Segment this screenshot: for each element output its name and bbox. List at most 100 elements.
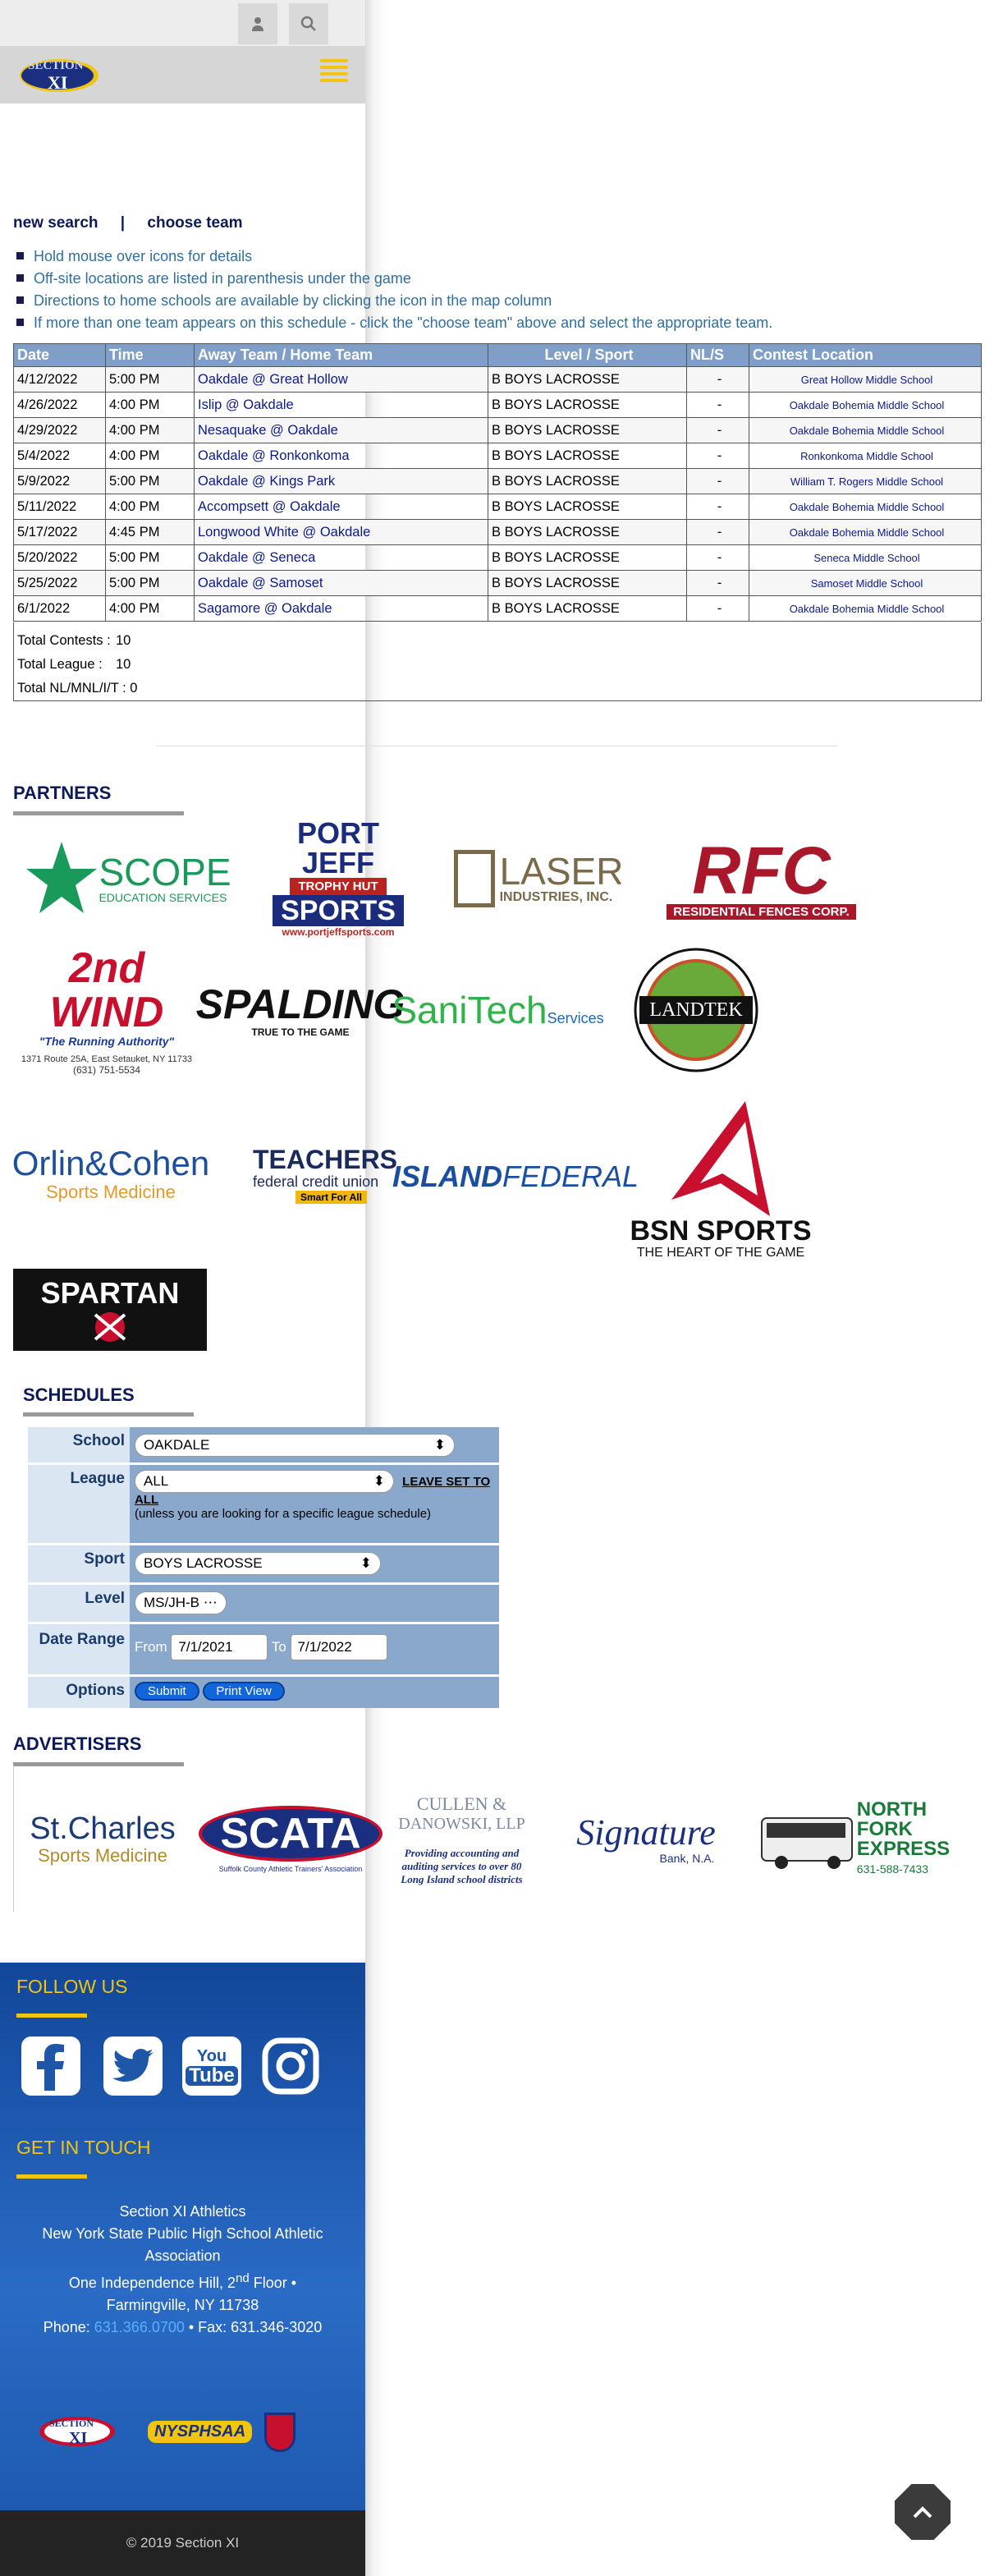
new-search-link[interactable]: new search [13, 214, 98, 232]
cell-teams[interactable]: Oakdale @ Ronkonkoma [194, 443, 488, 469]
contact-phone: Phone: 631.366.0700 • Fax: 631.346-3020 [43, 2319, 323, 2335]
partner-text: TRUE TO THE GAME [251, 1026, 350, 1038]
league-select[interactable]: ALL⬍ [135, 1470, 394, 1493]
cell-location[interactable]: Oakdale Bohemia Middle School [749, 494, 982, 520]
leave-set-all-link[interactable]: LEAVE SET TO [402, 1475, 491, 1489]
cell-level: B BOYS LACROSSE [488, 366, 687, 393]
advertiser-scata-logo[interactable]: SCATA Suffolk County Athletic Trainers' … [199, 1794, 383, 1885]
cell-teams[interactable]: Longwood White @ Oakdale [194, 519, 488, 545]
partner-portjeff-logo[interactable]: PORT JEFF TROPHY HUT SPORTS www.portjeff… [264, 817, 412, 939]
contact-address: One Independence Hill, 2nd Floor • [68, 2271, 297, 2291]
laser-icon [453, 850, 495, 907]
cell-location[interactable]: William T. Rogers Middle School [749, 468, 982, 494]
total-contests-label: Total Contests : [17, 633, 111, 648]
cell-level: B BOYS LACROSSE [488, 544, 687, 571]
from-label: From [135, 1639, 167, 1655]
contact-city: Farmingville, NY 11738 [106, 2297, 259, 2313]
partner-teachers-logo[interactable]: TEACHERS federal credit union Smart For … [220, 1144, 402, 1205]
partner-landtek-logo[interactable]: LANDTEK [614, 943, 778, 1078]
date-range-row: Date Range From 7/1/2021 To 7/1/2022 [28, 1624, 499, 1677]
cell-teams[interactable]: Nesaquake @ Oakdale [194, 417, 488, 443]
cell-teams[interactable]: Oakdale @ Great Hollow [194, 366, 488, 393]
twitter-icon[interactable] [103, 2036, 163, 2096]
cell-time: 5:00 PM [105, 544, 195, 571]
cell-teams[interactable]: Accompsett @ Oakdale [194, 494, 488, 520]
scroll-to-top-button[interactable] [895, 2484, 951, 2540]
advertisers-underline [13, 1762, 184, 1766]
cell-teams[interactable]: Oakdale @ Seneca [194, 544, 488, 571]
print-view-button[interactable]: Print View [203, 1682, 285, 1701]
top-bar [0, 0, 365, 46]
cell-location[interactable]: Oakdale Bohemia Middle School [749, 392, 982, 418]
from-date-input[interactable]: 7/1/2021 [171, 1634, 268, 1660]
instagram-icon[interactable] [261, 2036, 320, 2096]
search-button[interactable] [289, 3, 328, 44]
cell-location[interactable]: Ronkonkoma Middle School [749, 443, 982, 469]
partner-spartan-logo[interactable]: SPARTAN [13, 1269, 207, 1351]
facebook-icon[interactable] [21, 2036, 80, 2096]
partner-2ndwind-logo[interactable]: 2nd WIND "The Running Authority" 1371 Ro… [13, 940, 200, 1081]
cell-location[interactable]: Seneca Middle School [749, 544, 982, 571]
chevron-up-icon [913, 2506, 932, 2519]
advertiser-northfork-logo[interactable]: NORTH FORK EXPRESS 631-588-7433 [754, 1798, 955, 1880]
section-xi-logo[interactable]: SECTION XI [18, 51, 103, 101]
advertiser-signature-logo[interactable]: Signature Bank, N.A. [560, 1807, 732, 1872]
spartan-helmet-icon [94, 1312, 126, 1342]
col-nls: NL/S [686, 343, 749, 367]
hamburger-menu-icon[interactable] [320, 59, 348, 84]
cell-location[interactable]: Samoset Middle School [749, 570, 982, 596]
to-date-input[interactable]: 7/1/2022 [290, 1634, 387, 1660]
advertiser-stcharles-logo[interactable]: St.Charles Sports Medicine [16, 1802, 189, 1876]
cell-date: 4/26/2022 [13, 392, 106, 418]
col-teams: Away Team / Home Team [194, 343, 488, 367]
get-in-touch-title: GET IN TOUCH [16, 2137, 151, 2158]
search-icon [300, 16, 316, 31]
user-button[interactable] [238, 3, 277, 44]
partner-bsnsports-logo[interactable]: BSN SPORTS THE HEART OF THE GAME [625, 1092, 816, 1269]
follow-us-title: FOLLOW US [16, 1976, 128, 1997]
cell-teams[interactable]: Oakdale @ Samoset [194, 570, 488, 596]
choose-team-link[interactable]: choose team [147, 214, 243, 232]
cell-time: 4:00 PM [105, 494, 195, 520]
total-contests: 10 [116, 633, 131, 648]
cell-location[interactable]: Oakdale Bohemia Middle School [749, 417, 982, 443]
chevron-updown-icon: ⬍ [433, 1437, 446, 1453]
cell-teams[interactable]: Oakdale @ Kings Park [194, 468, 488, 494]
phone-link[interactable]: 631.366.0700 [94, 2319, 185, 2335]
partner-rfc-logo[interactable]: RFC RESIDENTIAL FENCES CORP. [657, 833, 866, 924]
cell-date: 4/12/2022 [13, 366, 106, 393]
partners-title: PARTNERS [13, 783, 112, 803]
cell-teams[interactable]: Sagamore @ Oakdale [194, 595, 488, 622]
sport-select[interactable]: BOYS LACROSSE⬍ [135, 1552, 381, 1575]
advertiser-text: St.Charles [30, 1811, 176, 1846]
level-select[interactable]: MS/JH-B ⋯ [135, 1591, 227, 1614]
cell-teams[interactable]: Islip @ Oakdale [194, 392, 488, 418]
partner-orlincohen-logo[interactable]: Orlin&Cohen Sports Medicine [12, 1129, 209, 1219]
advertiser-cullen-logo[interactable]: CULLEN & DANOWSKI, LLP Providing account… [386, 1772, 538, 1908]
leave-set-all-link-cont[interactable]: ALL [135, 1493, 159, 1507]
cell-location[interactable]: Oakdale Bohemia Middle School [749, 519, 982, 545]
cell-date: 5/11/2022 [13, 494, 106, 520]
cell-location[interactable]: Oakdale Bohemia Middle School [749, 595, 982, 622]
user-icon [252, 17, 263, 31]
nysphsaa-logo[interactable]: NYSPHSAA [148, 2421, 253, 2443]
cell-nls: - [686, 570, 749, 596]
school-select[interactable]: OAKDALE⬍ [135, 1434, 455, 1457]
partner-text: FEDERAL [502, 1159, 639, 1193]
league-hint: (unless you are looking for a specific l… [135, 1507, 432, 1521]
nfhs-shield-icon[interactable] [264, 2413, 296, 2452]
cell-location[interactable]: Great Hollow Middle School [749, 366, 982, 393]
partner-spalding-logo[interactable]: SPALDING TRUE TO THE GAME [196, 969, 405, 1051]
partner-text: LASER [499, 850, 624, 893]
advertiser-text: Providing accounting and [404, 1847, 520, 1859]
partner-text: BSN SPORTS [630, 1215, 812, 1247]
submit-button[interactable]: Submit [135, 1682, 199, 1701]
